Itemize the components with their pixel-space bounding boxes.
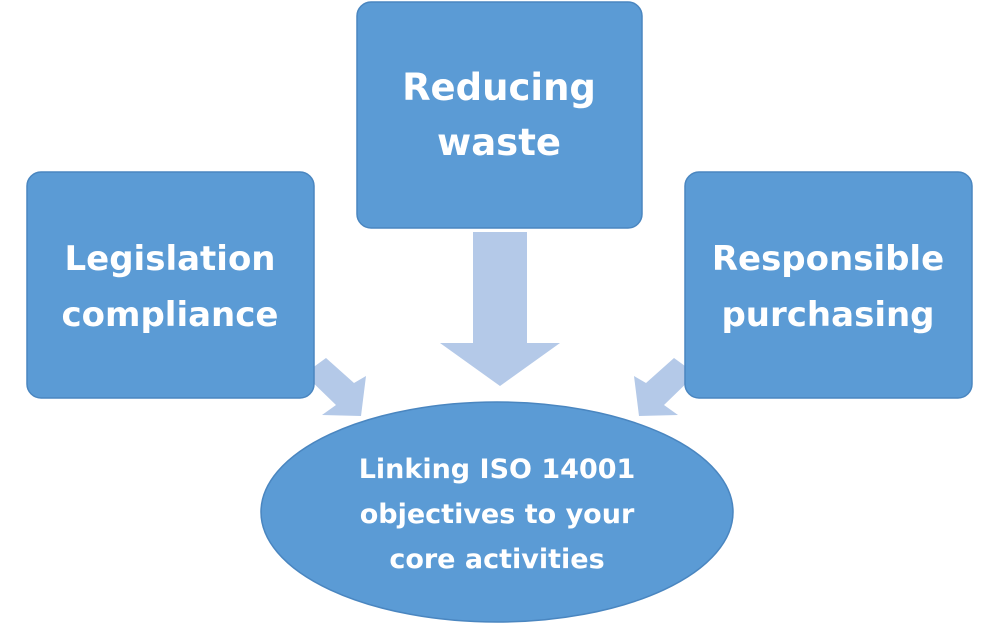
center-ellipse: Linking ISO 14001 objectives to your cor…: [260, 401, 734, 623]
center-line3: core activities: [389, 544, 604, 575]
box-legislation-compliance-line1: Legislation: [64, 239, 275, 279]
box-reducing-waste: Reducing waste: [356, 1, 643, 229]
center-line2: objectives to your: [360, 499, 635, 530]
box-legislation-compliance-line2: compliance: [62, 295, 279, 335]
box-reducing-waste-line2: waste: [437, 121, 561, 164]
box-responsible-purchasing-line1: Responsible: [712, 239, 944, 279]
arrow-down: [440, 232, 560, 386]
box-reducing-waste-line1: Reducing: [402, 66, 596, 109]
box-legislation-compliance: Legislation compliance: [26, 171, 315, 399]
box-responsible-purchasing: Responsible purchasing: [684, 171, 973, 399]
arrow-left-diagonal: [304, 358, 366, 416]
center-line1: Linking ISO 14001: [359, 454, 636, 485]
arrow-right-diagonal: [634, 358, 696, 416]
box-responsible-purchasing-line2: purchasing: [721, 295, 934, 335]
